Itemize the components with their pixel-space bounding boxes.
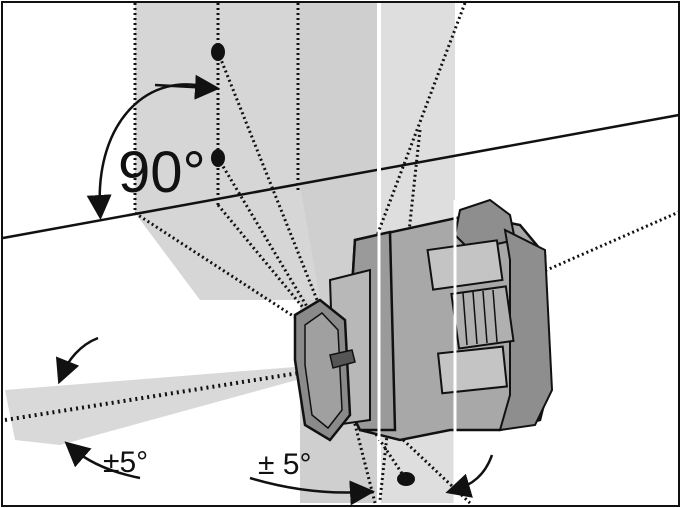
tilt-left-arrow-down xyxy=(64,441,141,480)
rotation-angle-label: 90° xyxy=(118,140,206,205)
grille-rib-3 xyxy=(482,290,488,344)
device-emitter-face xyxy=(304,312,343,430)
laser-line-plane-1 xyxy=(134,211,331,342)
horizontal-beam-fan xyxy=(5,365,320,445)
tilt-left-label: ±5° xyxy=(103,446,148,479)
rotation-arc-arrow xyxy=(86,83,211,220)
grille-rib-4 xyxy=(492,289,498,343)
tilt-bottom-arrow-right xyxy=(445,454,494,498)
grille-rib-1 xyxy=(462,292,468,346)
device-side-panel-top xyxy=(426,239,504,291)
reference-line xyxy=(2,113,680,240)
tilt-bottom-arrow-left xyxy=(249,476,375,506)
laser-device xyxy=(293,198,554,442)
device-side-grille xyxy=(450,285,515,350)
laser-dot-bottom xyxy=(397,472,415,486)
device-lower-panel xyxy=(436,345,509,395)
device-lens xyxy=(329,349,356,369)
grille-rib-2 xyxy=(472,291,478,345)
rotation-arrow-tip xyxy=(154,74,220,100)
tilt-bottom-label: ± 5° xyxy=(258,448,311,481)
laser-dot-upper xyxy=(211,43,225,61)
laser-dot-lower xyxy=(211,149,225,167)
laser-line-diagonal-1 xyxy=(328,2,467,361)
device-right-bumper xyxy=(498,228,554,432)
ray-bottom-2 xyxy=(343,383,472,505)
laser-line-horizontal xyxy=(4,366,331,422)
tilt-left-arrow-up xyxy=(55,336,99,385)
